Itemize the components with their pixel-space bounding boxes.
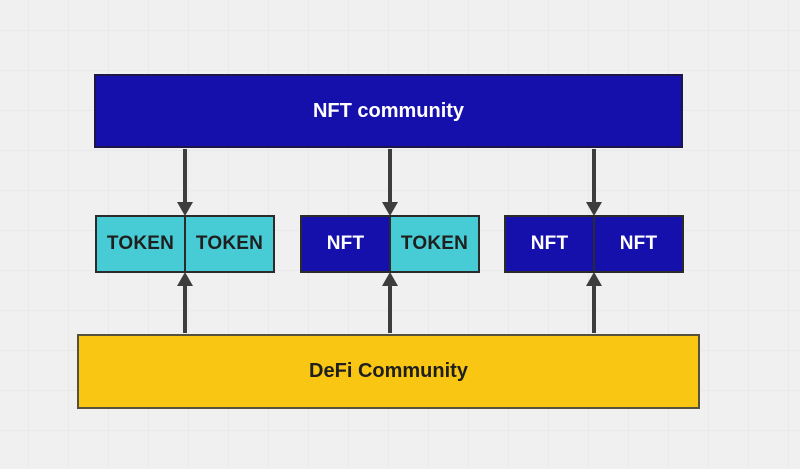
cell-label: NFT: [326, 233, 365, 254]
defi-community-box: DeFi Community: [77, 334, 700, 409]
defi-community-label: DeFi Community: [309, 360, 468, 382]
cell-nft: NFT: [594, 215, 684, 273]
cell-nft: NFT: [300, 215, 390, 273]
arrow-up-middle-icon: [382, 272, 398, 333]
cell-label: NFT: [530, 233, 569, 254]
cell-label: TOKEN: [195, 233, 264, 254]
cell-token: TOKEN: [185, 215, 275, 273]
cell-token: TOKEN: [95, 215, 185, 273]
arrow-down-right-icon: [586, 149, 602, 216]
cell-nft: NFT: [504, 215, 594, 273]
arrow-up-right-icon: [586, 272, 602, 333]
cell-label: TOKEN: [400, 233, 469, 254]
nft-community-label: NFT community: [312, 99, 465, 122]
arrow-up-left-icon: [177, 272, 193, 333]
pair-nft-nft: NFT NFT: [504, 215, 684, 273]
nft-community-box: NFT community: [94, 74, 683, 148]
cell-label: TOKEN: [106, 233, 175, 254]
arrow-down-left-icon: [177, 149, 193, 216]
pair-nft-token: NFT TOKEN: [300, 215, 480, 273]
pair-token-token: TOKEN TOKEN: [95, 215, 275, 273]
arrow-down-middle-icon: [382, 149, 398, 216]
cell-token: TOKEN: [390, 215, 480, 273]
cell-label: NFT: [619, 233, 658, 254]
